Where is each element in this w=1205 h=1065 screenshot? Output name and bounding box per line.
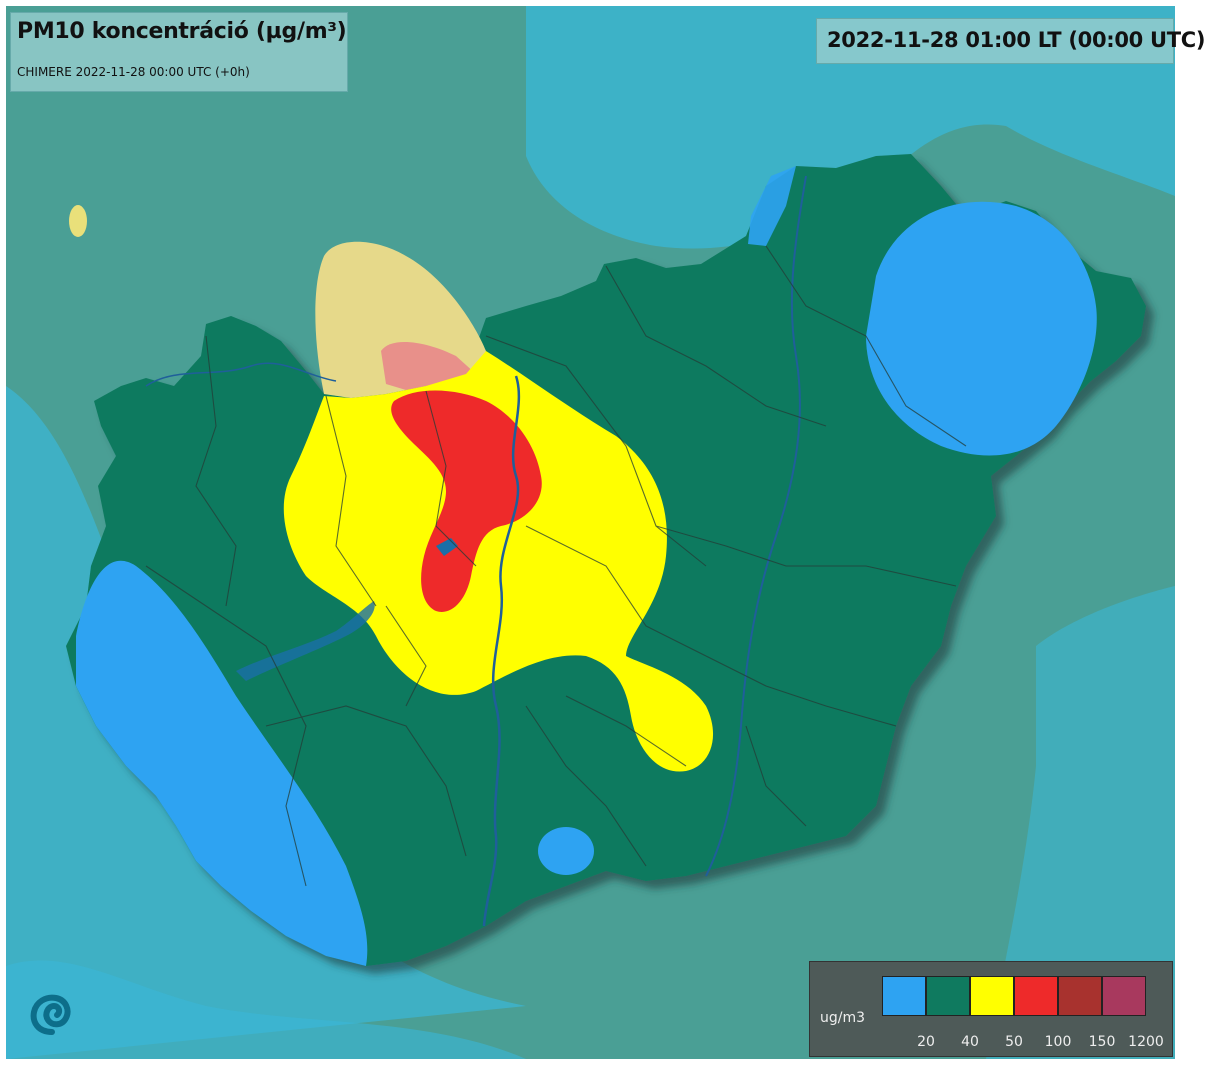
pm10-map: PM10 koncentráció (µg/m³) CHIMERE 2022-1… (6, 6, 1205, 1059)
legend-swatch-3 (970, 976, 1014, 1016)
pm10-zone-below-20-north (748, 166, 796, 246)
background-cyan-zone-east (986, 586, 1175, 1059)
legend-tick-2: 40 (961, 1034, 979, 1050)
valid-time-box: 2022-11-28 01:00 LT (00:00 UTC) (816, 18, 1205, 64)
pm10-zone-below-20-northeast (866, 201, 1097, 456)
legend-tick-4: 100 (1044, 1034, 1072, 1050)
yellow-spot-northwest (69, 205, 87, 237)
map-subtitle: CHIMERE 2022-11-28 00:00 UTC (+0h) (17, 65, 250, 79)
valid-time: 2022-11-28 01:00 LT (00:00 UTC) (827, 28, 1205, 52)
legend-swatch-6 (1102, 976, 1146, 1016)
map-title-box: PM10 koncentráció (µg/m³) CHIMERE 2022-1… (10, 12, 348, 92)
pm10-zone-below-20-southwest (76, 560, 368, 966)
legend-tick-1: 20 (917, 1034, 935, 1050)
background-cyan-zone-north (526, 6, 1175, 249)
legend-swatch-5 (1058, 976, 1102, 1016)
danube-river (482, 375, 521, 927)
tisza-river (705, 175, 807, 877)
legend-swatch-4 (1014, 976, 1058, 1016)
background-cyan-zone-south (6, 960, 526, 1059)
legend-unit-label: ug/m3 (820, 1010, 866, 1026)
legend-swatch-2 (926, 976, 970, 1016)
county-borders (145, 245, 967, 887)
background-cyan-zone-southwest (6, 386, 526, 1059)
legend-tick-5: 150 (1088, 1034, 1116, 1050)
lake-balaton (236, 601, 375, 681)
pm10-zone-50-100 (391, 390, 542, 612)
raba-river (145, 362, 337, 387)
swirl-logo-icon (30, 994, 71, 1035)
pm10-zone-50-100-outside-border (381, 341, 476, 390)
legend-swatch-1 (882, 976, 926, 1016)
legend-tick-6: 1200 (1128, 1034, 1164, 1050)
pm10-zone-40-50 (283, 351, 714, 772)
map-title: PM10 koncentráció (µg/m³) (17, 19, 347, 44)
pm10-zone-below-20-south (538, 827, 594, 875)
map-canvas (6, 6, 1175, 1059)
legend: ug/m3 20 40 50 100 150 1200 (809, 961, 1173, 1057)
legend-tick-3: 50 (1005, 1034, 1023, 1050)
